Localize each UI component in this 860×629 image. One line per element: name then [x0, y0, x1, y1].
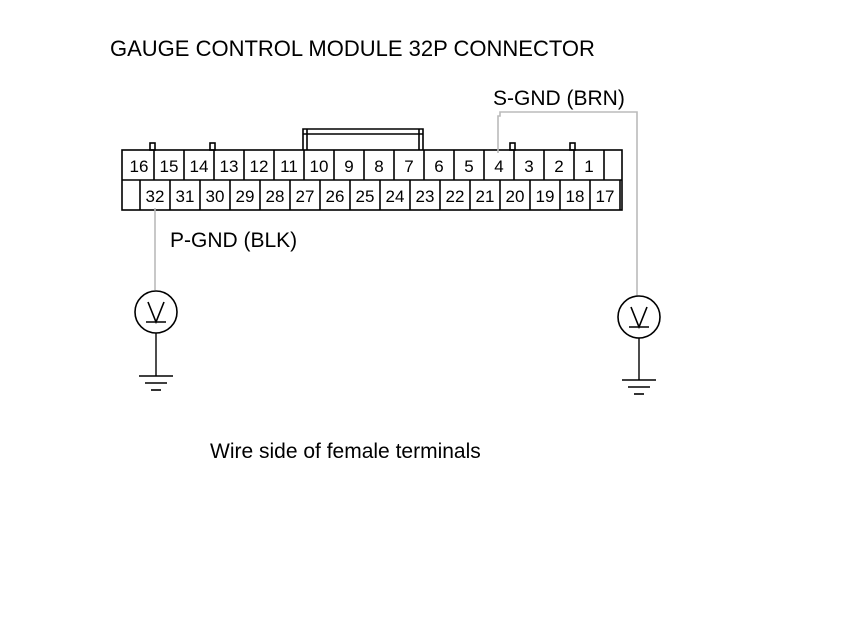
pin-label-bottom: 25	[356, 187, 375, 206]
pin-label-top: 2	[554, 157, 563, 176]
pin-label-bottom: 21	[476, 187, 495, 206]
pin-label-bottom: 32	[146, 187, 165, 206]
pin-label-bottom: 19	[536, 187, 555, 206]
diagram-title: GAUGE CONTROL MODULE 32P CONNECTOR	[110, 36, 595, 61]
caption: Wire side of female terminals	[210, 440, 481, 463]
p-gnd-label: P-GND (BLK)	[170, 229, 297, 252]
bottom-row-pins: 32 31 30 29 28 27 26 25 24 23 22 21 20 19 18 17	[146, 187, 615, 206]
ground-icon	[622, 379, 656, 395]
ground-icon	[139, 375, 173, 391]
pin-label-top: 9	[344, 157, 353, 176]
pin-label-top: 12	[250, 157, 269, 176]
pin-label-top: 8	[374, 157, 383, 176]
pin-label-bottom: 30	[206, 187, 225, 206]
pin-label-bottom: 18	[566, 187, 585, 206]
voltmeter-icon	[617, 295, 661, 339]
pin-label-bottom: 27	[296, 187, 315, 206]
pin-label-bottom: 22	[446, 187, 465, 206]
pin-label-bottom: 31	[176, 187, 195, 206]
pin-label-top: 6	[434, 157, 443, 176]
voltmeter-icon	[134, 290, 178, 334]
connector-body	[121, 128, 623, 211]
pin-label-top: 16	[130, 157, 149, 176]
pin-label-bottom: 24	[386, 187, 405, 206]
s-gnd-label: S-GND (BRN)	[493, 87, 625, 110]
pin-label-bottom: 20	[506, 187, 525, 206]
s-gnd-probe	[497, 111, 638, 296]
top-row-pins: 16 15 14 13 12 11 10 9 8 7 6 5 4 3 2 1	[130, 157, 594, 176]
pin-label-bottom: 26	[326, 187, 345, 206]
pin-label-top: 15	[160, 157, 179, 176]
pin-label-top: 3	[524, 157, 533, 176]
pin-label-bottom: 17	[596, 187, 615, 206]
pin-label-bottom: 28	[266, 187, 285, 206]
pin-label-top: 5	[464, 157, 473, 176]
pin-label-bottom: 29	[236, 187, 255, 206]
pin-label-top: 4	[494, 157, 503, 176]
pin-label-top: 14	[190, 157, 209, 176]
pin-label-top: 7	[404, 157, 413, 176]
pin-label-top: 13	[220, 157, 239, 176]
pin-label-top: 10	[310, 157, 329, 176]
pin-label-top: 11	[280, 157, 298, 176]
pin-label-top: 1	[584, 157, 593, 176]
pin-label-bottom: 23	[416, 187, 435, 206]
